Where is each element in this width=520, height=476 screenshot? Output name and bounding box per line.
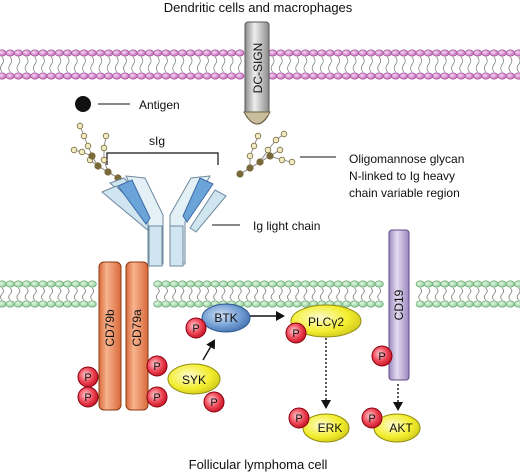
phospho-plcg2: P [285, 322, 307, 344]
phospho-cd79b-1: P [77, 366, 99, 388]
immunoglobulin [101, 175, 227, 267]
top-cell-membrane [0, 49, 520, 80]
plcg2-label: PLCγ2 [308, 315, 344, 329]
svg-text:P: P [368, 413, 375, 425]
phospho-akt: P [361, 407, 383, 429]
svg-text:P: P [292, 328, 299, 340]
glycan-right [236, 130, 296, 178]
svg-text:P: P [192, 323, 199, 335]
plcg2-node: PLCγ2 [290, 304, 362, 338]
btk-node: BTK [201, 303, 251, 333]
antigen: Antigen [75, 96, 180, 112]
phosphorylation-sites: P P P P P P P P P P [77, 317, 393, 429]
svg-text:P: P [378, 351, 385, 363]
glycan-label-line2: N-linked to Ig heavy [349, 169, 455, 183]
cd79b-label: CD79b [103, 309, 117, 347]
svg-text:P: P [84, 372, 91, 384]
erk-label: ERK [318, 421, 343, 435]
syk-node: SYK [167, 363, 221, 395]
cd19-label: CD19 [392, 289, 406, 320]
phospho-erk: P [288, 407, 310, 429]
cd19: CD19 [388, 229, 410, 381]
syk-label: SYK [182, 373, 206, 387]
svg-text:P: P [84, 392, 91, 404]
glycan-left [70, 122, 122, 182]
phospho-cd79a-1: P [146, 355, 168, 377]
bottom-cell-title: Follicular lymphoma cell [189, 457, 328, 472]
cd79a-label: CD79a [130, 309, 144, 347]
svg-text:P: P [295, 413, 302, 425]
arrow-syk-to-btk [202, 339, 216, 361]
akt-node: AKT [373, 413, 421, 443]
antigen-label: Antigen [139, 98, 180, 112]
svg-text:P: P [210, 397, 217, 409]
cd79a: CD79a [125, 261, 149, 411]
light-chain-label: Ig light chain [253, 219, 320, 233]
sig-label: sIg [149, 134, 165, 148]
phospho-syk: P [203, 391, 225, 413]
akt-label: AKT [389, 421, 413, 435]
glycan-label-line1: Oligomannose glycan [349, 152, 464, 166]
cd79b: CD79b [98, 261, 122, 411]
sig-bracket: sIg [106, 134, 219, 165]
phospho-cd19: P [371, 345, 393, 367]
phospho-btk: P [185, 317, 207, 339]
top-cell-title: Dendritic cells and macrophages [164, 0, 353, 15]
dc-sign-receptor: DC-SIGN [243, 21, 271, 125]
btk-label: BTK [214, 311, 237, 325]
phospho-cd79a-2: P [146, 386, 168, 408]
phospho-cd79b-2: P [77, 386, 99, 408]
bottom-cell-membrane [0, 280, 520, 308]
svg-text:P: P [153, 361, 160, 373]
dc-sign-label: DC-SIGN [251, 43, 265, 94]
erk-node: ERK [302, 413, 350, 443]
glycan-label-line3: chain variable region [349, 186, 460, 200]
svg-text:P: P [153, 392, 160, 404]
